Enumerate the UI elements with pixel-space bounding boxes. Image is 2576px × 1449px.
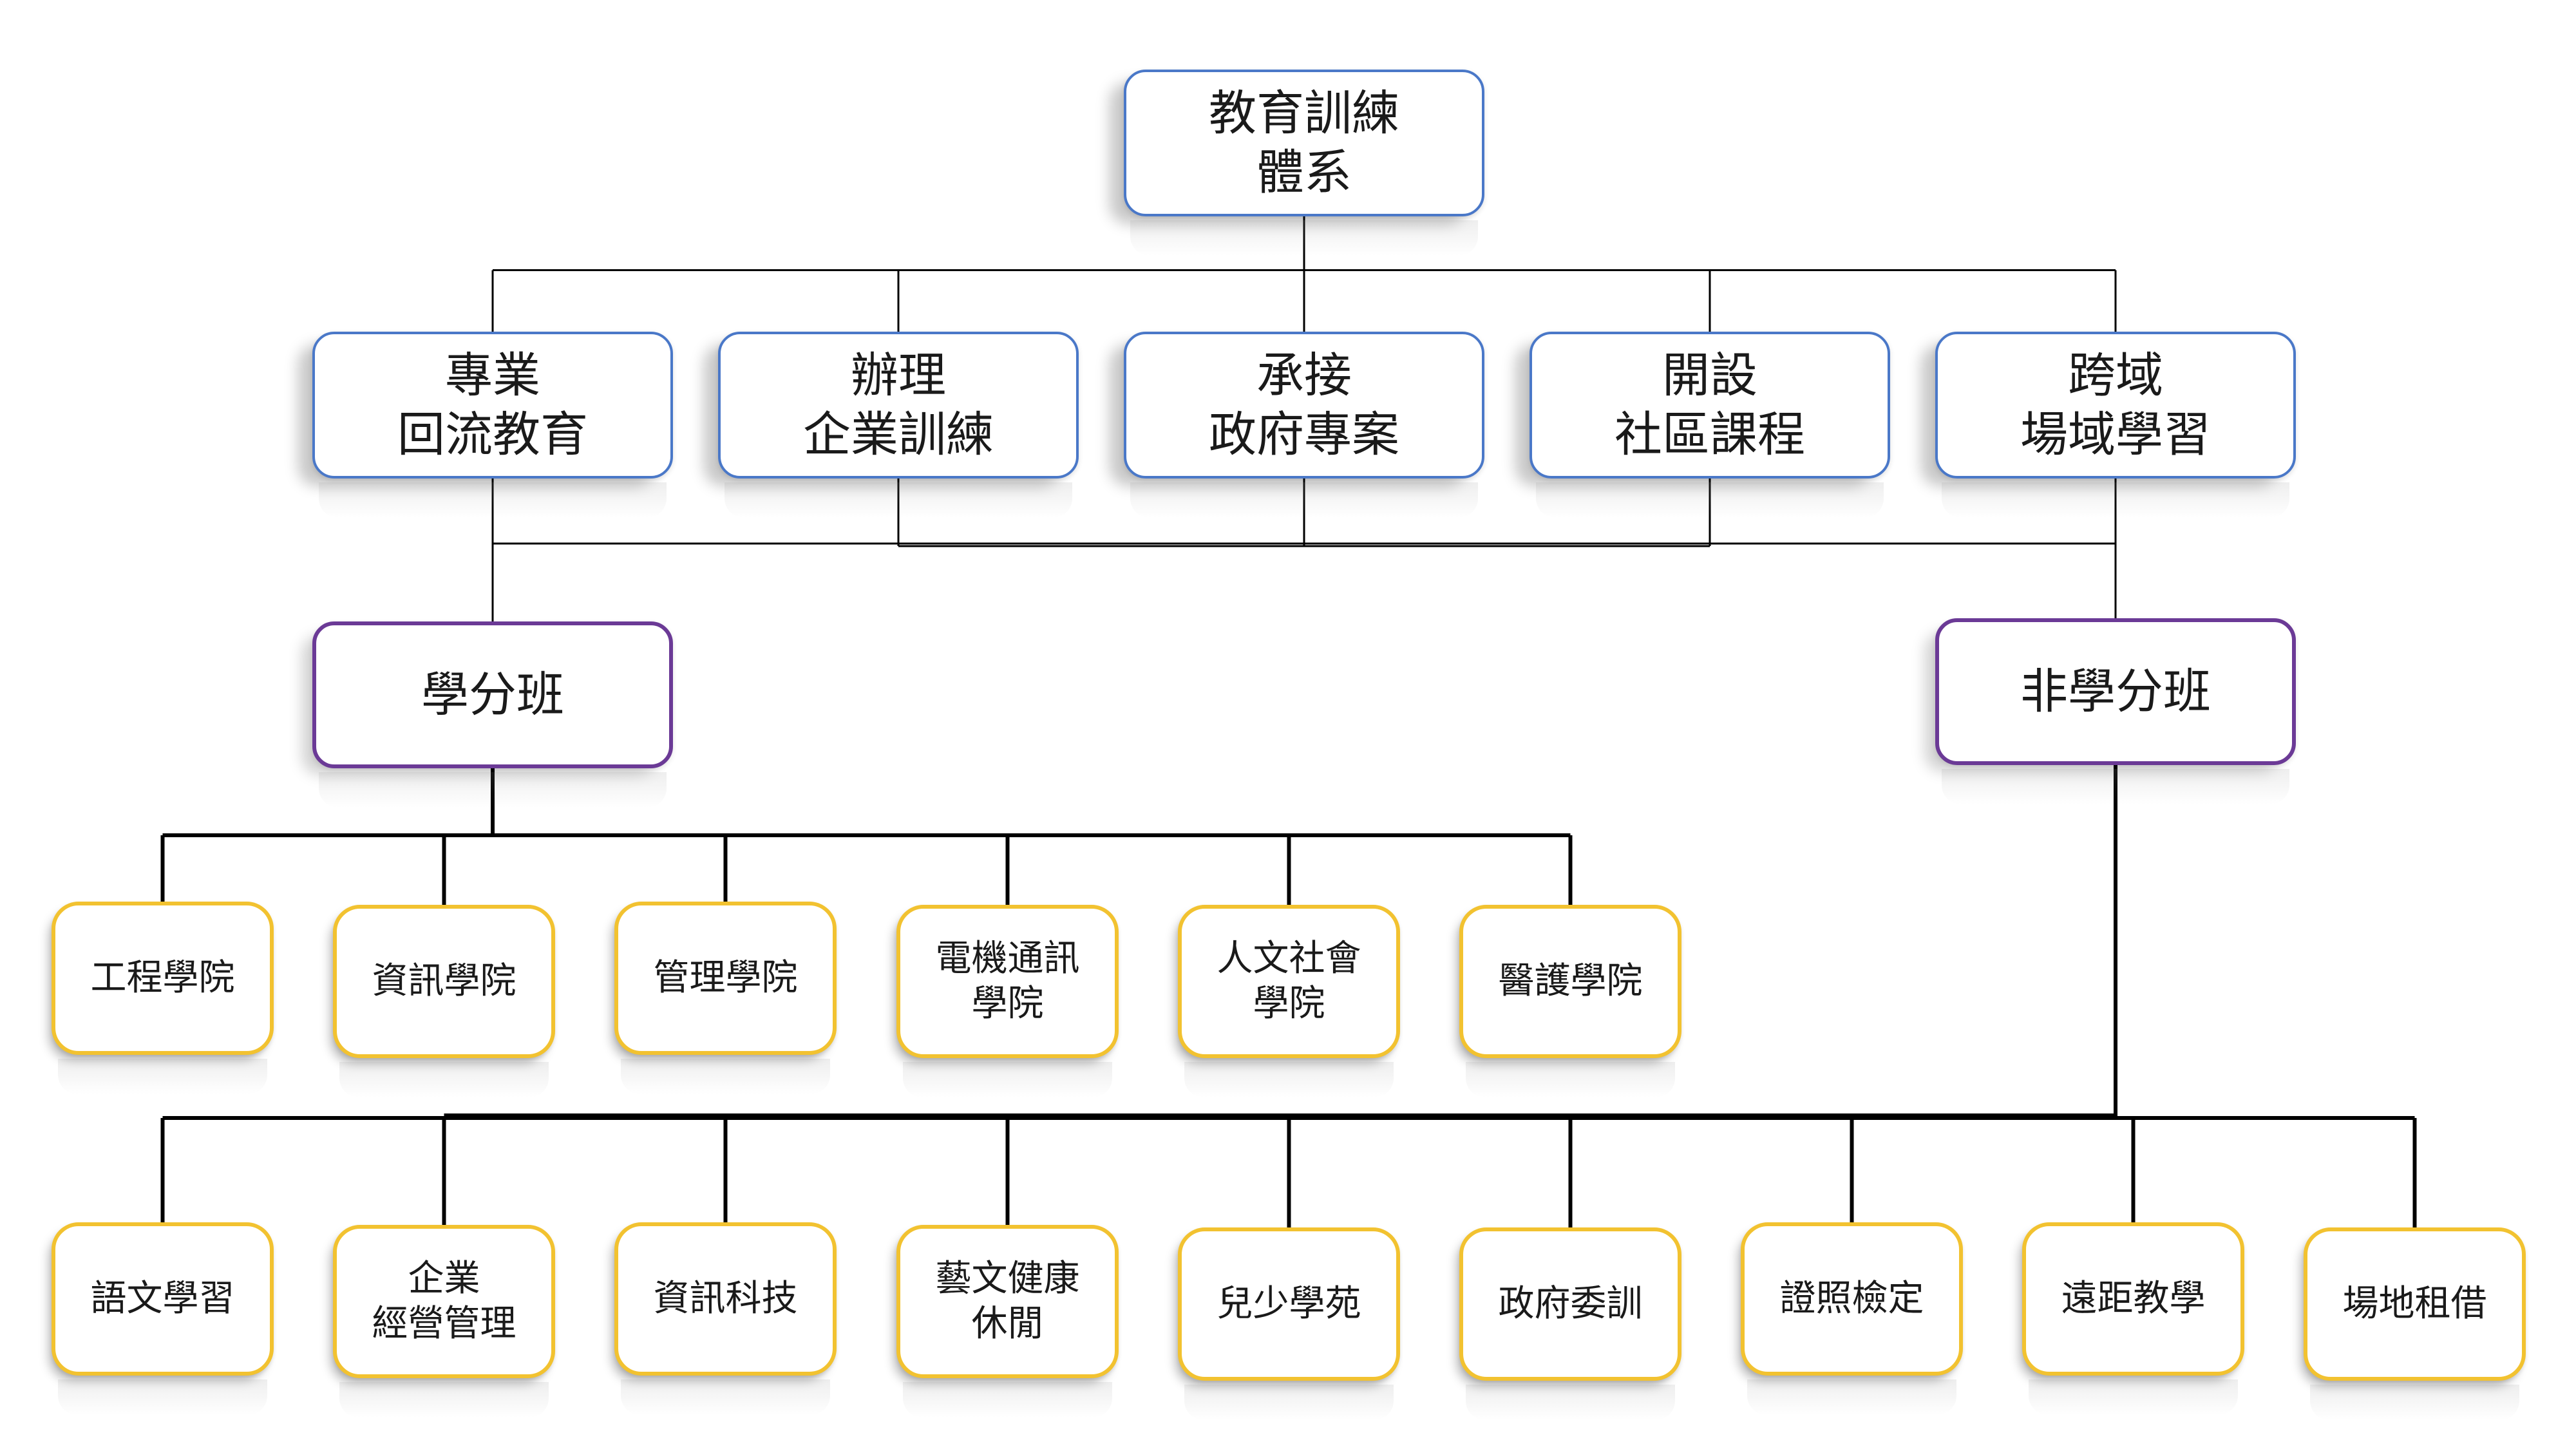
college-node-engineering: 工程學院 <box>52 902 274 1055</box>
college-label-line-2: 學院 <box>971 983 1044 1025</box>
program-label-line-2: 休閒 <box>971 1303 1044 1345</box>
service-label-line-1: 辦理 <box>851 347 946 403</box>
college-label-line-1: 醫護學院 <box>1498 960 1643 1002</box>
program-node-certification-exam: 證照檢定 <box>1741 1222 1963 1376</box>
college-node-electrical-communication: 電機通訊 學院 <box>896 905 1119 1058</box>
college-node-information: 資訊學院 <box>333 905 555 1058</box>
program-label-line-1: 藝文健康 <box>935 1258 1080 1300</box>
service-label-line-1: 跨域 <box>2068 347 2163 403</box>
college-label-line-1: 人文社會 <box>1217 938 1361 980</box>
root-label-line-2: 體系 <box>1256 145 1352 200</box>
root-label-line-1: 教育訓練 <box>1209 85 1399 141</box>
service-label-line-2: 政府專案 <box>1209 407 1399 462</box>
program-label-line-1: 場地租借 <box>2342 1283 2487 1325</box>
program-label-line-1: 資訊科技 <box>653 1278 798 1320</box>
service-label-line-1: 開設 <box>1662 347 1757 403</box>
program-node-venue-rental: 場地租借 <box>2304 1227 2526 1381</box>
program-node-youth-academy: 兒少學苑 <box>1178 1227 1400 1381</box>
service-label-line-2: 場域學習 <box>2020 407 2211 462</box>
category-node-non-credit: 非學分班 <box>1935 618 2296 765</box>
program-node-government-commissioned: 政府委訓 <box>1459 1227 1681 1381</box>
service-node-continuing-education: 專業 回流教育 <box>312 332 673 478</box>
service-label-line-2: 企業訓練 <box>803 407 994 462</box>
college-label-line-1: 工程學院 <box>90 957 235 999</box>
root-node: 教育訓練 體系 <box>1124 70 1484 216</box>
category-node-credit: 學分班 <box>312 621 673 768</box>
category-label: 非學分班 <box>2020 663 2211 719</box>
service-label-line-1: 專業 <box>445 347 540 403</box>
program-label-line-1: 證照檢定 <box>1779 1278 1924 1320</box>
service-node-government-projects: 承接 政府專案 <box>1124 332 1484 478</box>
category-label: 學分班 <box>421 667 564 723</box>
college-node-management: 管理學院 <box>614 902 837 1055</box>
service-label-line-2: 社區課程 <box>1615 407 1805 462</box>
college-node-humanities-social: 人文社會 學院 <box>1178 905 1400 1058</box>
program-label-line-2: 經營管理 <box>372 1303 516 1345</box>
service-node-community-courses: 開設 社區課程 <box>1530 332 1890 478</box>
college-label-line-1: 電機通訊 <box>935 938 1080 980</box>
program-node-information-technology: 資訊科技 <box>614 1222 837 1376</box>
program-node-distance-learning: 遠距教學 <box>2022 1222 2244 1376</box>
program-node-business-management: 企業 經營管理 <box>333 1225 555 1378</box>
program-label-line-1: 企業 <box>408 1258 480 1300</box>
college-node-medical-nursing: 醫護學院 <box>1459 905 1681 1058</box>
program-label-line-1: 遠距教學 <box>2061 1278 2206 1320</box>
college-label-line-1: 資訊學院 <box>372 960 516 1002</box>
service-node-corporate-training: 辦理 企業訓練 <box>718 332 1079 478</box>
service-label-line-2: 回流教育 <box>397 407 588 462</box>
program-node-language-learning: 語文學習 <box>52 1222 274 1376</box>
program-label-line-1: 語文學習 <box>90 1278 235 1320</box>
program-label-line-1: 政府委訓 <box>1498 1283 1643 1325</box>
college-label-line-2: 學院 <box>1253 983 1325 1025</box>
college-label-line-1: 管理學院 <box>653 957 798 999</box>
service-node-cross-domain-learning: 跨域 場域學習 <box>1935 332 2296 478</box>
program-node-arts-health-leisure: 藝文健康 休閒 <box>896 1225 1119 1378</box>
program-label-line-1: 兒少學苑 <box>1217 1283 1361 1325</box>
service-label-line-1: 承接 <box>1256 347 1352 403</box>
